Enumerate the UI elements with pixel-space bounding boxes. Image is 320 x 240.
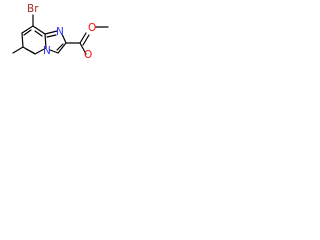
bond-n4-c8a xyxy=(44,33,47,49)
molecule-structure: Br N N O O xyxy=(12,3,109,61)
bond-c5-n4 xyxy=(34,47,47,55)
bond-c6-methyl xyxy=(12,46,24,54)
atom-nitrogen-bridge: N xyxy=(43,45,51,57)
bond-c2-c3 xyxy=(57,42,67,54)
bond-c7-c8-double xyxy=(23,29,32,36)
bond-carbonyl-o-ester xyxy=(79,42,87,55)
atom-oxygen-carbonyl: O xyxy=(84,49,92,61)
bond-c6-c5-double xyxy=(25,48,35,54)
bond-c3-n4 xyxy=(49,49,59,54)
bond-n1-c2 xyxy=(61,33,67,44)
bond-carbonyl-o-double xyxy=(79,32,87,44)
atom-bromine: Br xyxy=(27,3,39,15)
atom-oxygen-ester: O xyxy=(88,22,96,34)
bond-c8a-c8 xyxy=(32,25,46,35)
bond-c2-c3-double xyxy=(56,43,64,51)
bond-c8a-n1 xyxy=(44,30,58,35)
bond-carbonyl-o-double-2 xyxy=(82,34,90,46)
atom-nitrogen-ring: N xyxy=(56,26,64,38)
bond-c8a-n1-double xyxy=(46,34,57,38)
bond-c7-c6 xyxy=(21,32,24,48)
bond-c8a-c8-double xyxy=(34,30,43,37)
bond-c8-c7 xyxy=(21,25,34,34)
